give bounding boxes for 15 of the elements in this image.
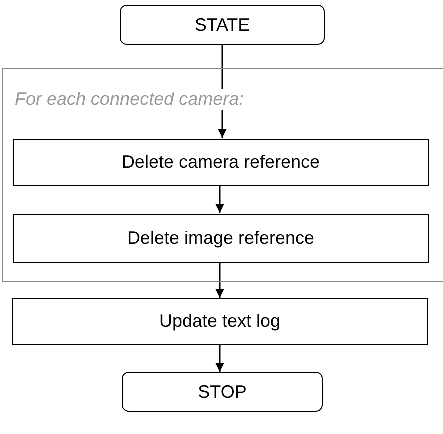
box-label: Update text log [159, 311, 281, 332]
loop-frame [2, 68, 443, 282]
terminal-box [120, 5, 325, 45]
process-box [12, 298, 428, 345]
terminal-box [122, 372, 323, 412]
process-box [13, 139, 429, 186]
loop-heading: For each connected camera: [15, 89, 244, 110]
process-box [13, 214, 429, 263]
box-label: STATE [194, 14, 250, 36]
arrow [216, 185, 224, 213]
box-label: STOP [198, 382, 247, 402]
box-label: Delete camera reference [122, 152, 320, 173]
arrow [216, 262, 224, 298]
box-label: Delete image reference [127, 228, 315, 249]
arrow [216, 345, 224, 372]
